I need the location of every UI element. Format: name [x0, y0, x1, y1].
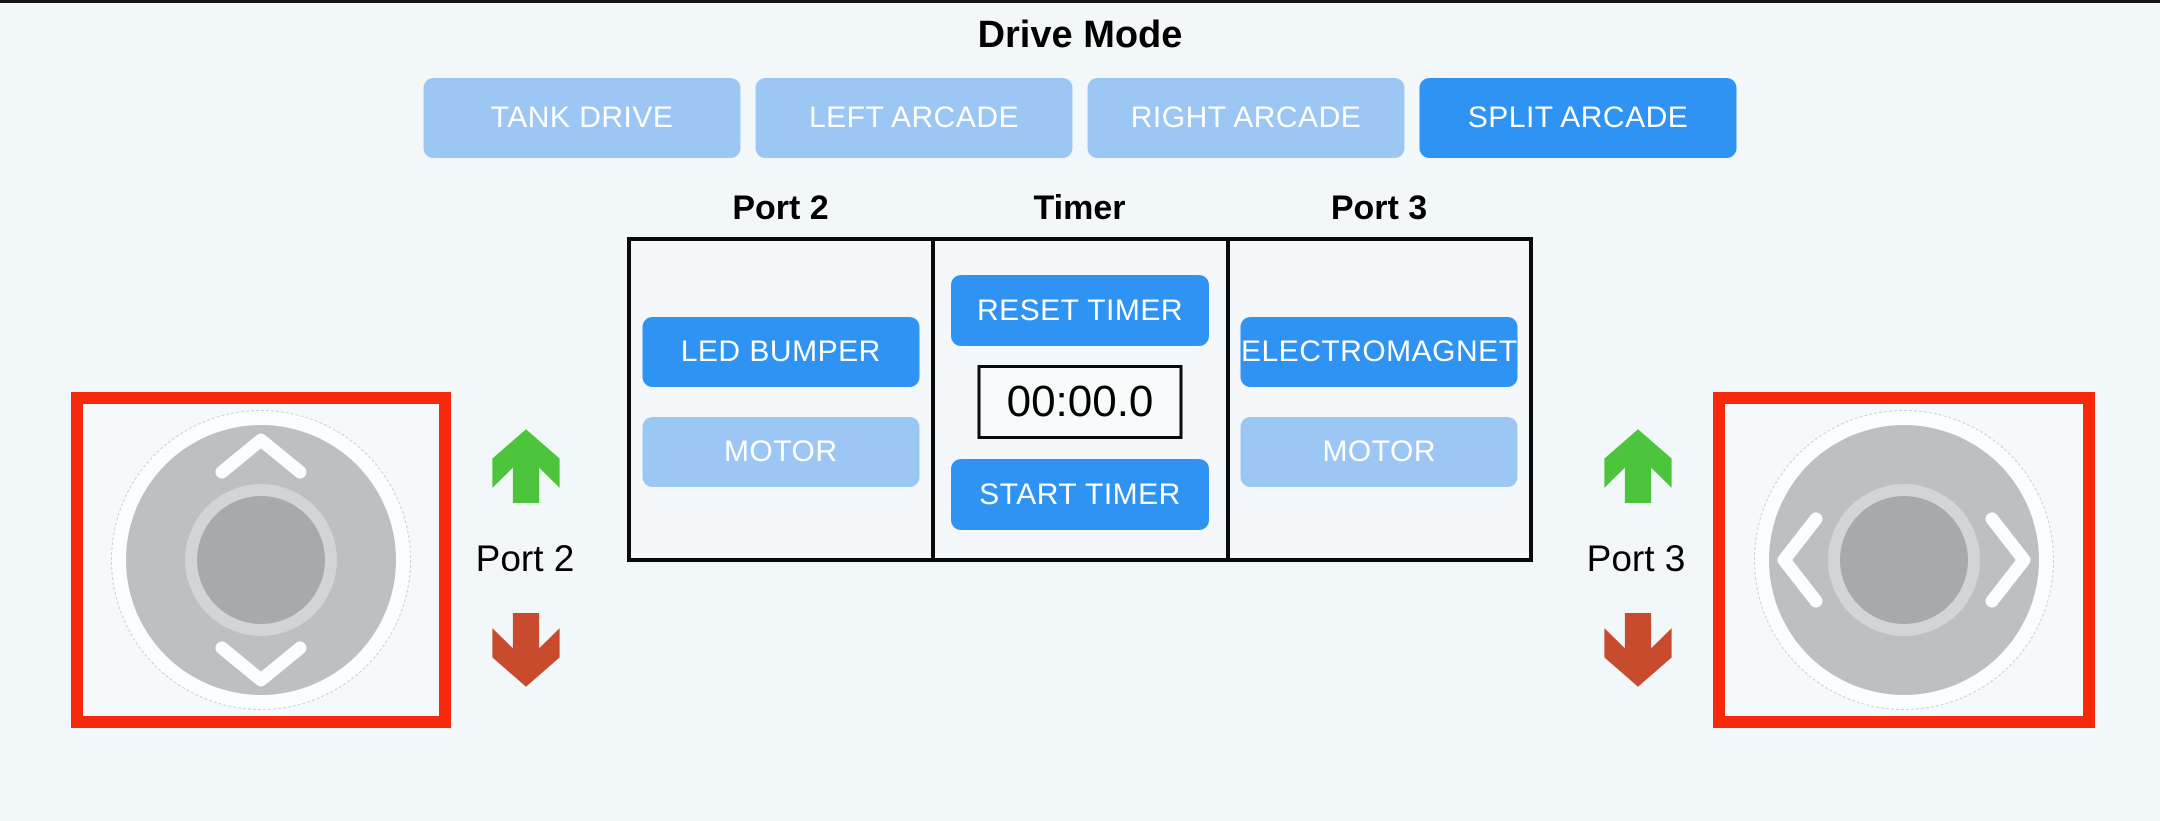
reset-timer-button[interactable]: RESET TIMER — [951, 275, 1209, 346]
right-joystick-base — [1754, 410, 2054, 710]
left-joystick-zone — [71, 392, 451, 728]
left-down-arrow-icon — [492, 613, 560, 687]
right-down-arrow-icon — [1604, 613, 1672, 687]
top-window-edge — [0, 0, 2160, 3]
drive-mode-button-group: TANK DRIVE LEFT ARCADE RIGHT ARCADE SPLI… — [423, 78, 1737, 158]
left-up-arrow-icon — [492, 429, 560, 503]
right-joystick-knob[interactable] — [1828, 484, 1980, 636]
drive-mode-title: Drive Mode — [977, 14, 1183, 56]
right-joystick-pad[interactable] — [1769, 425, 2039, 695]
port3-column-header: Port 3 — [1330, 189, 1428, 227]
drive-mode-button-tank-drive[interactable]: TANK DRIVE — [423, 78, 741, 158]
left-joystick-pad[interactable] — [126, 425, 396, 695]
timer-display: 00:00.0 — [977, 365, 1183, 439]
device-control-table: LED BUMPER MOTOR RESET TIMER 00:00.0 STA… — [627, 237, 1533, 562]
port2-column: LED BUMPER MOTOR — [631, 241, 931, 558]
timer-column: RESET TIMER 00:00.0 START TIMER — [930, 241, 1230, 558]
drive-mode-button-right-arcade[interactable]: RIGHT ARCADE — [1087, 78, 1405, 158]
right-chevron-icon — [1985, 512, 2031, 608]
right-joystick-zone — [1713, 392, 2095, 728]
port3-motor-button[interactable]: MOTOR — [1240, 417, 1518, 487]
port2-column-header: Port 2 — [732, 189, 829, 227]
down-chevron-icon — [215, 641, 307, 687]
right-joystick-port-label: Port 3 — [1586, 538, 1686, 579]
left-chevron-icon — [1777, 512, 1823, 608]
port3-column: ELECTROMAGNET MOTOR — [1230, 241, 1530, 558]
drive-mode-button-split-arcade[interactable]: SPLIT ARCADE — [1419, 78, 1737, 158]
port2-motor-button[interactable]: MOTOR — [642, 417, 920, 487]
led-bumper-button[interactable]: LED BUMPER — [642, 317, 920, 387]
right-up-arrow-icon — [1604, 429, 1672, 503]
drive-mode-button-left-arcade[interactable]: LEFT ARCADE — [755, 78, 1073, 158]
electromagnet-button[interactable]: ELECTROMAGNET — [1240, 317, 1518, 387]
start-timer-button[interactable]: START TIMER — [951, 459, 1209, 530]
left-joystick-port-label: Port 2 — [475, 538, 575, 579]
timer-column-header: Timer — [1033, 189, 1126, 227]
up-chevron-icon — [215, 433, 307, 479]
left-joystick-knob[interactable] — [185, 484, 337, 636]
left-joystick-base — [111, 410, 411, 710]
